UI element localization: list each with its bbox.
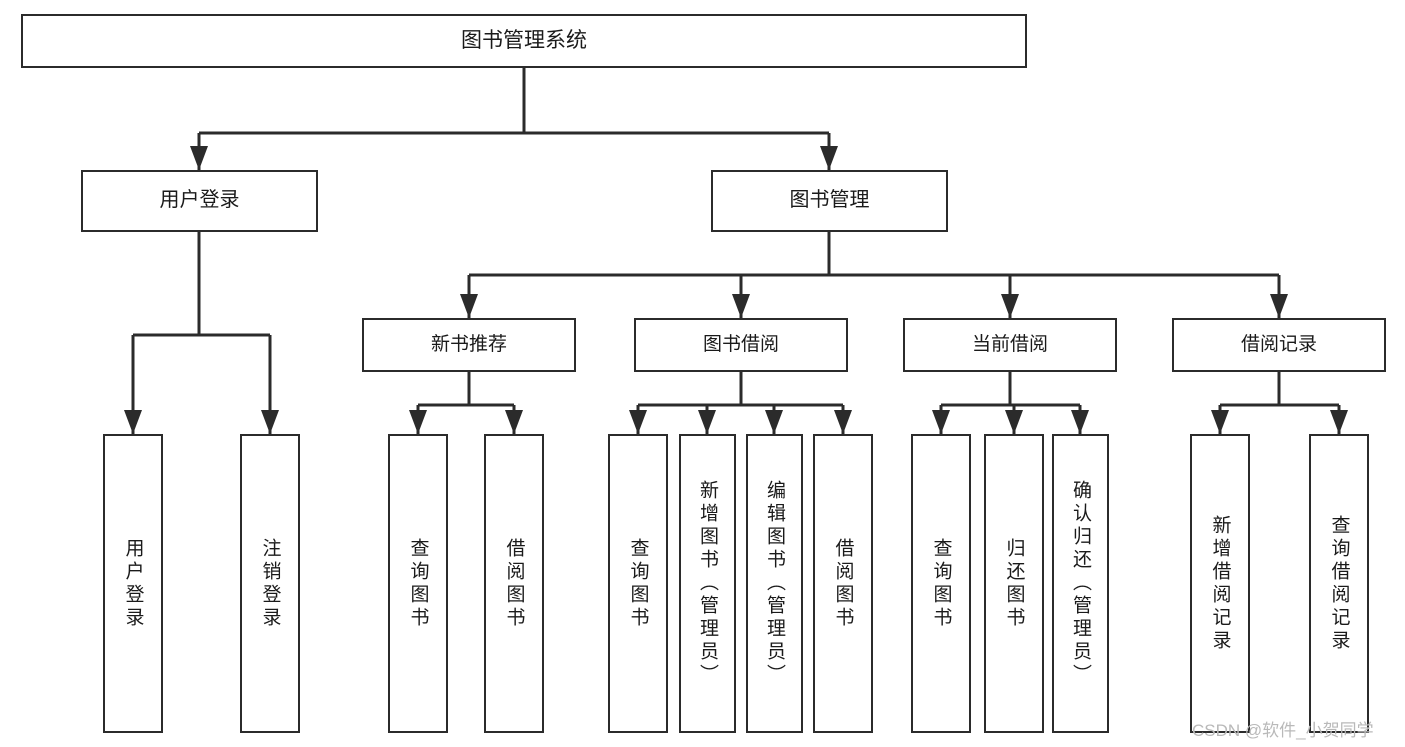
node-leaf-logout[interactable]: 注销登录 xyxy=(240,434,300,733)
arrow-head-icon xyxy=(505,410,523,434)
node-label: 图书管理系统 xyxy=(461,28,587,52)
arrow-head-icon xyxy=(1071,410,1089,434)
arrow-head-icon xyxy=(629,410,647,434)
node-leaf-query-book-1[interactable]: 查询图书 xyxy=(388,434,448,733)
arrow-head-icon xyxy=(834,410,852,434)
node-new-book-rec[interactable]: 新书推荐 xyxy=(362,318,576,372)
arrow-head-icon xyxy=(732,294,750,318)
node-label: 借阅图书 xyxy=(832,537,854,630)
node-label: 借阅记录 xyxy=(1240,333,1317,355)
node-book-borrow[interactable]: 图书借阅 xyxy=(634,318,848,372)
arrow-head-icon xyxy=(1211,410,1229,434)
node-book-manage[interactable]: 图书管理 xyxy=(711,170,948,232)
arrow-head-icon xyxy=(409,410,427,434)
node-label: 确认归还（管理员） xyxy=(1070,480,1091,687)
node-label: 借阅图书 xyxy=(503,537,525,630)
node-user-login[interactable]: 用户登录 xyxy=(81,170,318,232)
node-label: 查询借阅记录 xyxy=(1328,514,1350,653)
node-borrow-record[interactable]: 借阅记录 xyxy=(1172,318,1386,372)
arrow-head-icon xyxy=(124,410,142,434)
node-label: 图书管理 xyxy=(789,189,870,212)
arrow-head-icon xyxy=(1330,410,1348,434)
arrow-head-icon xyxy=(1001,294,1019,318)
node-label: 图书借阅 xyxy=(702,333,779,355)
node-label: 新增借阅记录 xyxy=(1209,514,1231,653)
node-label: 查询图书 xyxy=(407,537,429,630)
node-leaf-edit-book[interactable]: 编辑图书（管理员） xyxy=(746,434,803,733)
arrow-head-icon xyxy=(261,410,279,434)
node-leaf-user-login[interactable]: 用户登录 xyxy=(103,434,163,733)
node-label: 查询图书 xyxy=(627,537,649,630)
node-label: 注销登录 xyxy=(259,537,281,630)
node-leaf-add-record[interactable]: 新增借阅记录 xyxy=(1190,434,1250,733)
node-root[interactable]: 图书管理系统 xyxy=(21,14,1027,68)
arrow-head-icon xyxy=(765,410,783,434)
node-current-borrow[interactable]: 当前借阅 xyxy=(903,318,1117,372)
node-label: 新增图书（管理员） xyxy=(697,480,718,687)
node-leaf-query-book-3[interactable]: 查询图书 xyxy=(911,434,971,733)
node-leaf-add-book[interactable]: 新增图书（管理员） xyxy=(679,434,736,733)
arrow-head-icon xyxy=(1005,410,1023,434)
node-leaf-borrow-book-1[interactable]: 借阅图书 xyxy=(484,434,544,733)
arrow-head-icon xyxy=(698,410,716,434)
node-label: 当前借阅 xyxy=(971,333,1048,355)
node-leaf-query-book-2[interactable]: 查询图书 xyxy=(608,434,668,733)
node-label: 查询图书 xyxy=(930,537,952,630)
node-leaf-return-book[interactable]: 归还图书 xyxy=(984,434,1044,733)
arrow-head-icon xyxy=(820,146,838,170)
node-label: 归还图书 xyxy=(1003,537,1025,630)
node-leaf-borrow-book-2[interactable]: 借阅图书 xyxy=(813,434,873,733)
node-leaf-query-record[interactable]: 查询借阅记录 xyxy=(1309,434,1369,733)
node-label: 用户登录 xyxy=(159,189,240,212)
arrow-head-icon xyxy=(460,294,478,318)
arrow-head-icon xyxy=(190,146,208,170)
node-label: 新书推荐 xyxy=(430,333,507,355)
node-label: 用户登录 xyxy=(122,537,144,630)
watermark-label: CSDN @软件_小贺同学 xyxy=(1192,721,1374,740)
arrow-head-icon xyxy=(932,410,950,434)
arrow-head-icon xyxy=(1270,294,1288,318)
node-leaf-confirm-return[interactable]: 确认归还（管理员） xyxy=(1052,434,1109,733)
node-label: 编辑图书（管理员） xyxy=(764,480,785,687)
